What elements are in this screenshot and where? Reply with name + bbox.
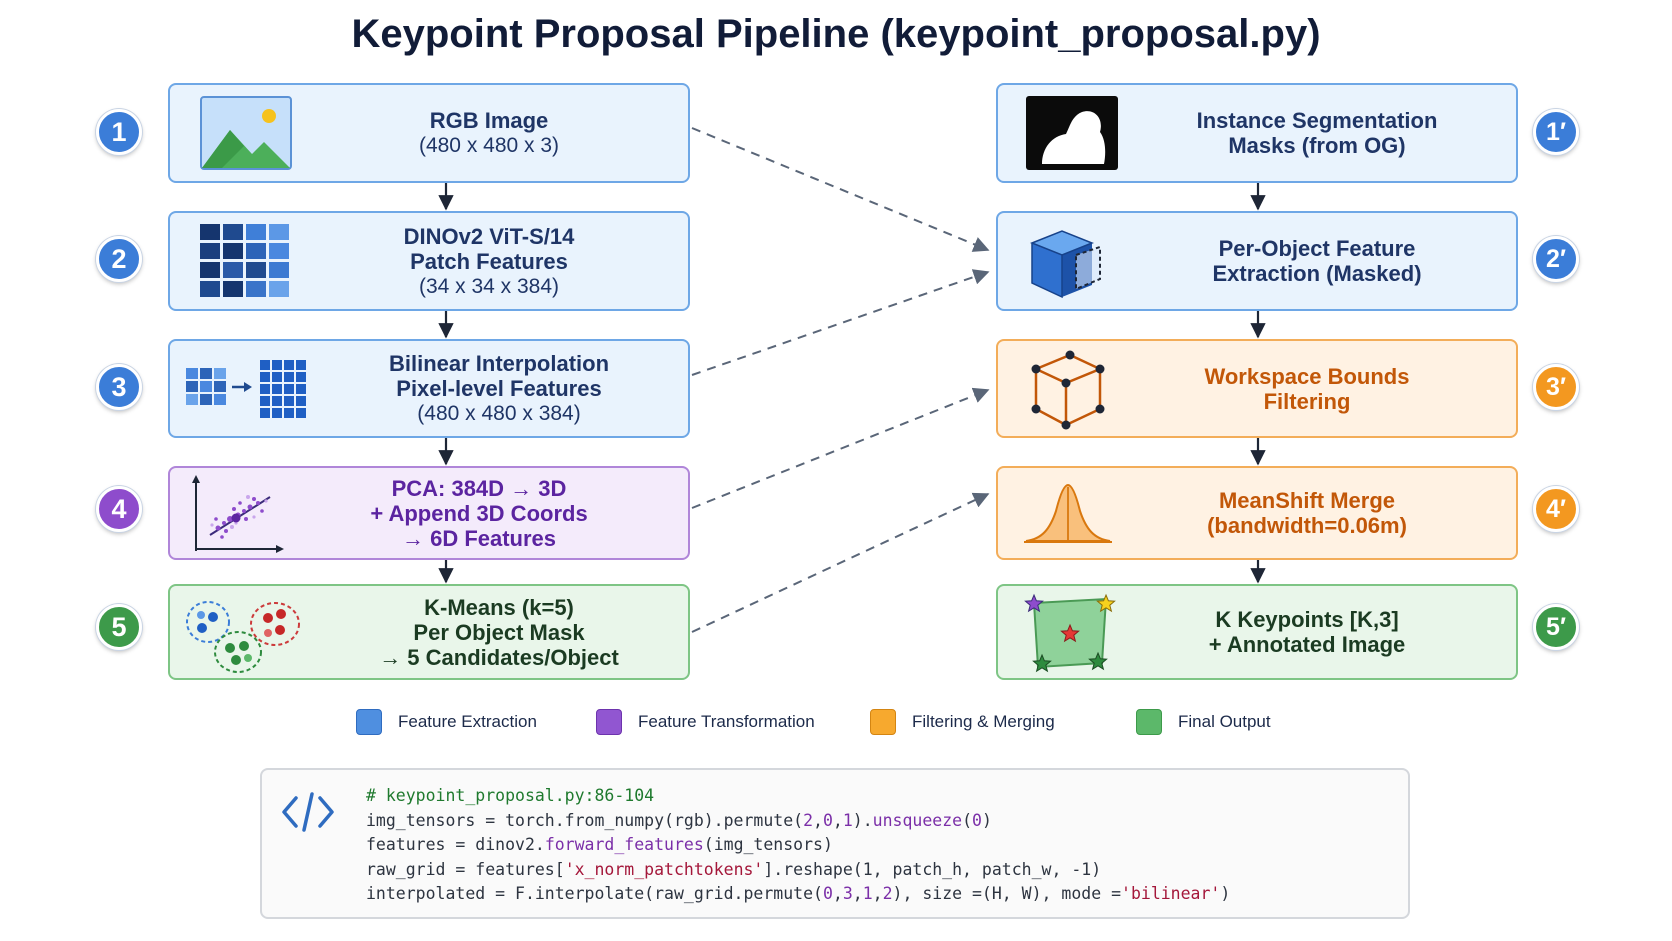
legend-swatch: [870, 709, 896, 735]
step-kmeans: K-Means (k=5) Per Object Mask → 5 Candid…: [168, 584, 690, 680]
page-title: Keypoint Proposal Pipeline (keypoint_pro…: [351, 12, 1321, 56]
code-line: raw_grid = features['x_norm_patchtokens'…: [366, 859, 1102, 879]
kmeans-clusters-icon: [184, 586, 302, 678]
gaussian-curve-icon: [1024, 468, 1112, 558]
step-subtitle: + Append 3D Coords: [370, 500, 588, 526]
interpolation-grid-icon: [186, 341, 310, 436]
step-meanshift: MeanShift Merge (bandwidth=0.06m): [996, 466, 1518, 560]
legend-item-filtering-merging: Filtering & Merging: [870, 709, 1055, 735]
step-pca: PCA: 384D → 3D + Append 3D Coords → 6D F…: [168, 466, 690, 560]
step-title: Per-Object Feature: [1218, 236, 1416, 261]
legend-swatch: [596, 709, 622, 735]
step-title: DINOv2 ViT-S/14: [403, 223, 575, 249]
step-workspace-bounds: Workspace Bounds Filtering: [996, 339, 1518, 438]
step-dinov2-patch-features: DINOv2 ViT-S/14 Patch Features (34 x 34 …: [168, 211, 690, 311]
bounding-cube-icon: [1026, 341, 1110, 436]
keypoint-stars-icon: [1022, 586, 1118, 678]
code-line: interpolated = F.interpolate(raw_grid.pe…: [366, 884, 1231, 903]
step-subtitle: Pixel-level Features: [396, 376, 602, 401]
legend-label: Final Output: [1178, 712, 1271, 731]
step-detail: (480 x 480 x 3): [418, 134, 560, 157]
step-title: Instance Segmentation: [1196, 108, 1438, 133]
step-per-object-feature: Per-Object Feature Extraction (Masked): [996, 211, 1518, 311]
legend-item-feature-transformation: Feature Transformation: [596, 709, 815, 735]
step-title: Workspace Bounds: [1204, 363, 1410, 389]
step-badge-4: 4: [96, 486, 142, 532]
step-badge-5-prime: 5′: [1533, 604, 1579, 650]
step-bilinear-interpolation: Bilinear Interpolation Pixel-level Featu…: [168, 339, 690, 438]
code-snippet-panel: # keypoint_proposal.py:86-104 img_tensors…: [260, 768, 1410, 919]
step-title: K-Means (k=5): [424, 594, 574, 620]
step-title: MeanShift Merge: [1218, 488, 1396, 513]
legend-swatch: [1136, 709, 1162, 735]
legend-label: Feature Extraction: [398, 712, 537, 731]
step-title: RGB Image: [429, 108, 549, 133]
step-badge-5: 5: [96, 604, 142, 650]
legend-swatch: [356, 709, 382, 735]
dashed-arrow-4-to-3p: [691, 387, 990, 509]
feature-cube-icon: [1028, 213, 1110, 309]
patch-grid-icon: [200, 213, 292, 309]
step-subtitle: Masks (from OG): [1228, 133, 1406, 158]
legend-item-final-output: Final Output: [1136, 709, 1271, 735]
step-badge-4-prime: 4′: [1533, 486, 1579, 532]
step-detail: → 5 Candidates/Object: [379, 644, 619, 670]
rgb-image-icon: [200, 85, 292, 181]
dashed-arrow-1-to-2p: [691, 127, 990, 252]
step-subtitle: Patch Features: [410, 248, 568, 274]
code-lines: # keypoint_proposal.py:86-104 img_tensors…: [366, 784, 1230, 907]
step-badge-1: 1: [96, 109, 142, 155]
step-subtitle: (bandwidth=0.06m): [1207, 513, 1407, 538]
legend-item-feature-extraction: Feature Extraction: [356, 709, 537, 735]
step-k-keypoints: K Keypoints [K,3] + Annotated Image: [996, 584, 1518, 680]
legend-label: Feature Transformation: [638, 712, 815, 731]
step-subtitle: Per Object Mask: [413, 619, 585, 645]
step-badge-3-prime: 3′: [1533, 364, 1579, 410]
step-title: Bilinear Interpolation: [388, 351, 610, 376]
step-title: K Keypoints [K,3]: [1215, 607, 1399, 632]
dashed-arrow-5-to-4p: [691, 492, 990, 633]
code-comment: # keypoint_proposal.py:86-104: [366, 786, 655, 805]
step-subtitle: Extraction (Masked): [1212, 261, 1422, 286]
segmentation-mask-icon: [1026, 85, 1118, 181]
step-subtitle: Filtering: [1263, 388, 1351, 414]
step-detail: (480 x 480 x 384): [417, 402, 581, 425]
code-line: features = dinov2.forward_features(img_t…: [366, 835, 833, 854]
step-badge-3: 3: [96, 364, 142, 410]
legend-label: Filtering & Merging: [912, 712, 1055, 731]
step-instance-segmentation: Instance Segmentation Masks (from OG): [996, 83, 1518, 183]
step-subtitle: + Annotated Image: [1208, 632, 1406, 657]
dashed-arrow-3-to-2p: [691, 269, 990, 376]
code-line: img_tensors = torch.from_numpy(rgb).perm…: [366, 810, 992, 830]
step-title: PCA: 384D → 3D: [391, 475, 567, 501]
step-rgb-image: RGB Image (480 x 480 x 3): [168, 83, 690, 183]
pca-scatter-icon: [188, 468, 288, 558]
step-badge-2-prime: 2′: [1533, 236, 1579, 282]
code-brackets-icon: [280, 790, 336, 839]
step-badge-1-prime: 1′: [1533, 109, 1579, 155]
step-detail: (34 x 34 x 384): [418, 274, 560, 298]
step-badge-2: 2: [96, 236, 142, 282]
step-detail: → 6D Features: [401, 525, 557, 551]
